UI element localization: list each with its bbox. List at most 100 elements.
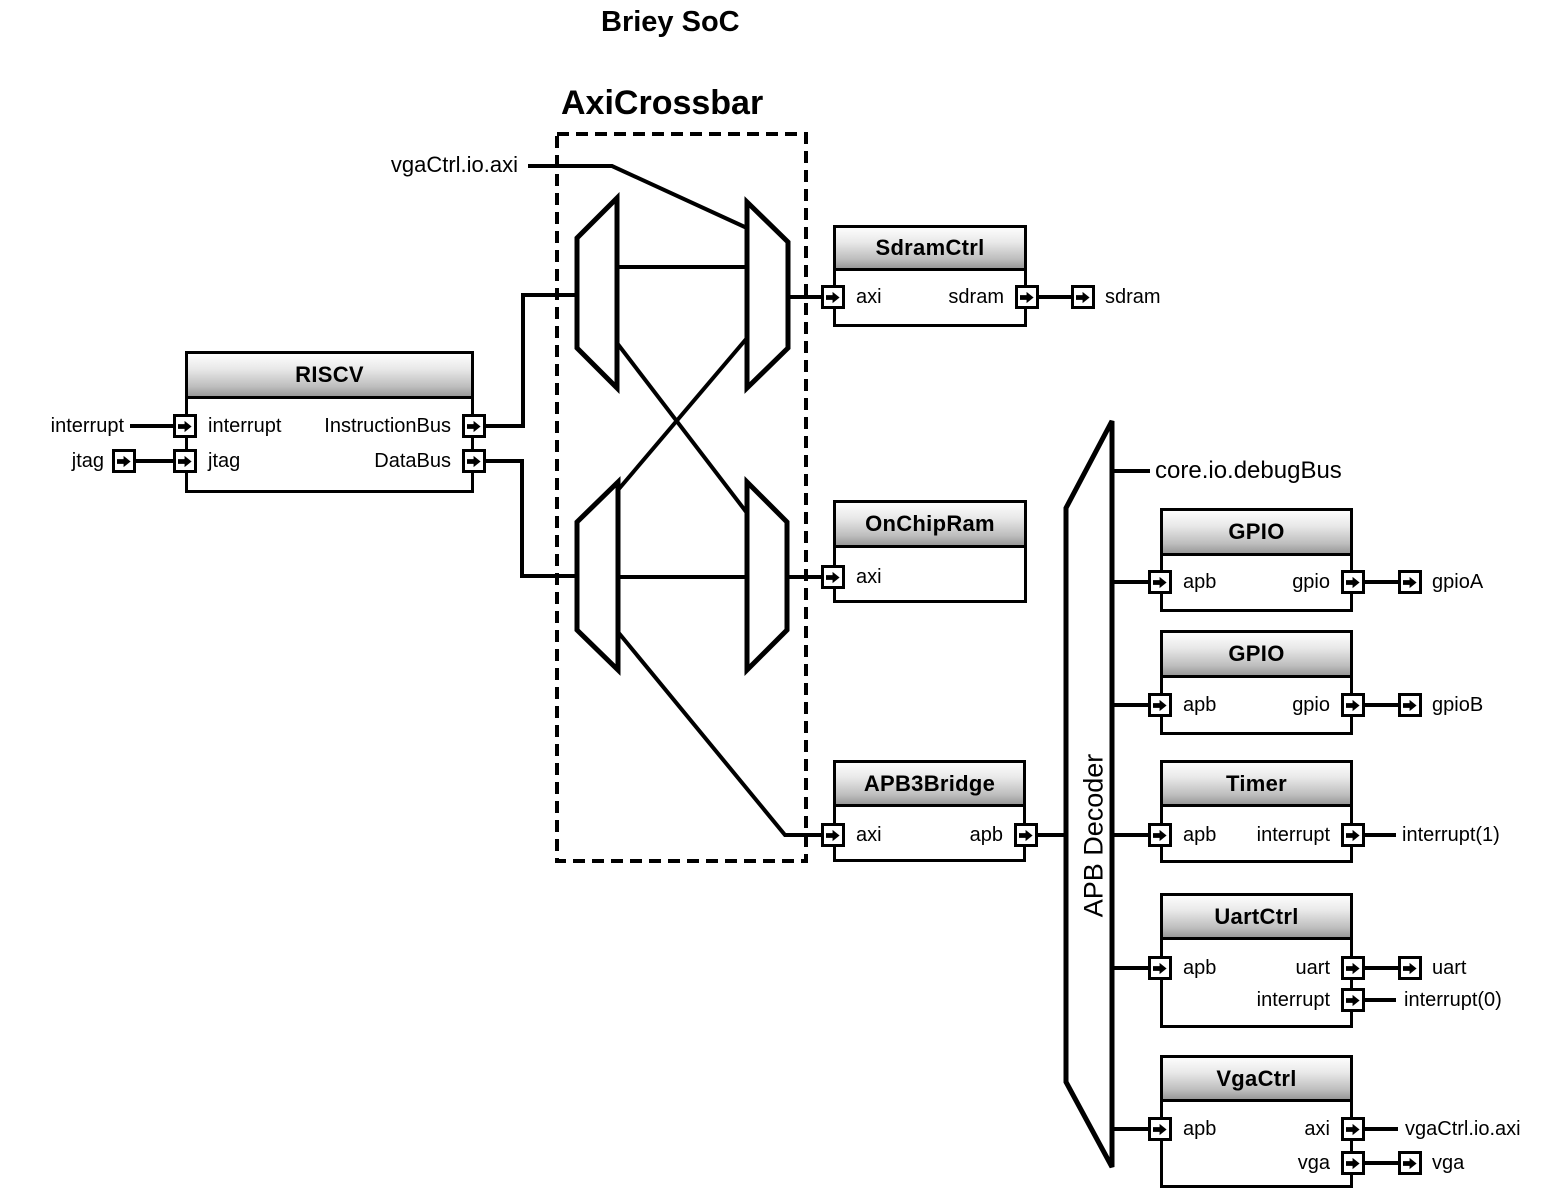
port-label-sdramctrl-axi: axi <box>856 286 882 308</box>
cross-diagonal-up-wire <box>616 336 749 492</box>
interrupt-input-label: interrupt <box>50 415 124 437</box>
port-label-riscv-interrupt: interrupt <box>208 415 282 437</box>
port-onchipram-axi <box>821 565 845 589</box>
port-riscv-interrupt <box>173 414 197 438</box>
port-label-gpio-b-gpio: gpio <box>1292 694 1330 716</box>
right-arrow-icon <box>466 455 481 467</box>
right-arrow-icon <box>825 571 840 583</box>
axicrossbar-label: AxiCrossbar <box>561 84 764 122</box>
core-io-debugbus-label: core.io.debugBus <box>1155 457 1342 484</box>
port-label-riscv-InstructionBus: InstructionBus <box>324 415 451 437</box>
port-timer-interrupt <box>1341 823 1365 847</box>
right-arrow-icon <box>1152 699 1167 711</box>
instructionbus-wire <box>474 293 577 428</box>
right-arrow-icon <box>1402 1157 1417 1169</box>
sdram-output-box <box>1071 285 1095 309</box>
right-arrow-icon <box>1152 829 1167 841</box>
block-riscv-title: RISCV <box>188 354 471 399</box>
right-arrow-icon <box>1402 699 1417 711</box>
gpioB-output-label: gpioB <box>1432 694 1484 716</box>
port-label-uartctrl-uart: uart <box>1295 957 1330 979</box>
databus-wire <box>474 459 577 578</box>
crossbar-demux-lower <box>574 476 621 676</box>
port-label-gpio-b-apb: apb <box>1183 694 1217 716</box>
vga-output-label: vga <box>1432 1152 1465 1174</box>
block-sdramctrl-title: SdramCtrl <box>836 228 1024 271</box>
right-arrow-icon <box>116 455 131 467</box>
block-gpio-a: GPIO apb gpio <box>1160 508 1353 612</box>
right-arrow-icon <box>177 455 192 467</box>
interrupt1-output-label: interrupt(1) <box>1402 824 1500 846</box>
gpioA-output-box <box>1398 570 1422 594</box>
sdram-output-label: sdram <box>1105 286 1161 308</box>
port-gpio-a-gpio <box>1341 570 1365 594</box>
right-arrow-icon <box>825 829 840 841</box>
block-timer-title: Timer <box>1163 763 1350 807</box>
cross-diagonal-down-wire <box>615 341 749 515</box>
apb3bridge-axi-wire <box>616 630 833 837</box>
block-vgactrl-title: VgaCtrl <box>1163 1058 1350 1102</box>
port-label-gpio-a-gpio: gpio <box>1292 571 1330 593</box>
gpioB-output-box <box>1398 693 1422 717</box>
port-riscv-jtag <box>173 449 197 473</box>
port-uartctrl-uart <box>1341 956 1365 980</box>
crossbar-mux-lower <box>744 475 790 677</box>
port-apb3bridge-apb <box>1014 823 1038 847</box>
uart-output-box <box>1398 956 1422 980</box>
port-label-timer-apb: apb <box>1183 824 1217 846</box>
axicrossbar-boundary <box>555 132 808 863</box>
vgactrl-io-axi-input-label: vgaCtrl.io.axi <box>390 152 518 177</box>
port-label-vgactrl-axi: axi <box>1304 1118 1330 1140</box>
port-label-onchipram-axi: axi <box>856 566 882 588</box>
port-timer-apb <box>1148 823 1172 847</box>
port-label-apb3bridge-apb: apb <box>969 824 1003 846</box>
port-apb3bridge-axi <box>821 823 845 847</box>
port-label-apb3bridge-axi: axi <box>856 824 882 846</box>
port-gpio-a-apb <box>1148 570 1172 594</box>
gpioA-output-label: gpioA <box>1432 571 1484 593</box>
port-label-riscv-jtag: jtag <box>208 450 241 472</box>
block-timer: Timer apb interrupt <box>1160 760 1353 863</box>
right-arrow-icon <box>825 291 840 303</box>
right-arrow-icon <box>466 420 481 432</box>
port-gpio-b-apb <box>1148 693 1172 717</box>
port-vgactrl-axi <box>1341 1117 1365 1141</box>
block-gpio-b: GPIO apb gpio <box>1160 630 1353 735</box>
right-arrow-icon <box>1152 576 1167 588</box>
jtag-input-label: jtag <box>71 450 104 472</box>
port-riscv-DataBus <box>462 449 486 473</box>
port-label-gpio-a-apb: apb <box>1183 571 1217 593</box>
right-arrow-icon <box>1345 699 1360 711</box>
right-arrow-icon <box>1345 1123 1360 1135</box>
port-vgactrl-apb <box>1148 1117 1172 1141</box>
right-arrow-icon <box>177 420 192 432</box>
crossbar-mux-upper <box>744 196 791 394</box>
jtag-input-box <box>112 449 136 473</box>
port-label-vgactrl-vga: vga <box>1297 1152 1330 1174</box>
block-gpio-b-title: GPIO <box>1163 633 1350 678</box>
block-gpio-a-title: GPIO <box>1163 511 1350 556</box>
right-arrow-icon <box>1019 291 1034 303</box>
port-sdramctrl-sdram <box>1015 285 1039 309</box>
right-arrow-icon <box>1152 1123 1167 1135</box>
right-arrow-icon <box>1345 994 1360 1006</box>
right-arrow-icon <box>1018 829 1033 841</box>
vgactrl-axi-output-label: vgaCtrl.io.axi <box>1405 1118 1521 1140</box>
port-riscv-InstructionBus <box>462 414 486 438</box>
port-uartctrl-interrupt <box>1341 988 1365 1012</box>
right-arrow-icon <box>1075 291 1090 303</box>
port-label-timer-interrupt: interrupt <box>1256 824 1330 846</box>
port-label-uartctrl-interrupt: interrupt <box>1256 989 1330 1011</box>
port-vgactrl-vga <box>1341 1151 1365 1175</box>
apb-decoder-label: APB Decoder <box>1078 753 1109 918</box>
port-gpio-b-gpio <box>1341 693 1365 717</box>
right-arrow-icon <box>1345 576 1360 588</box>
